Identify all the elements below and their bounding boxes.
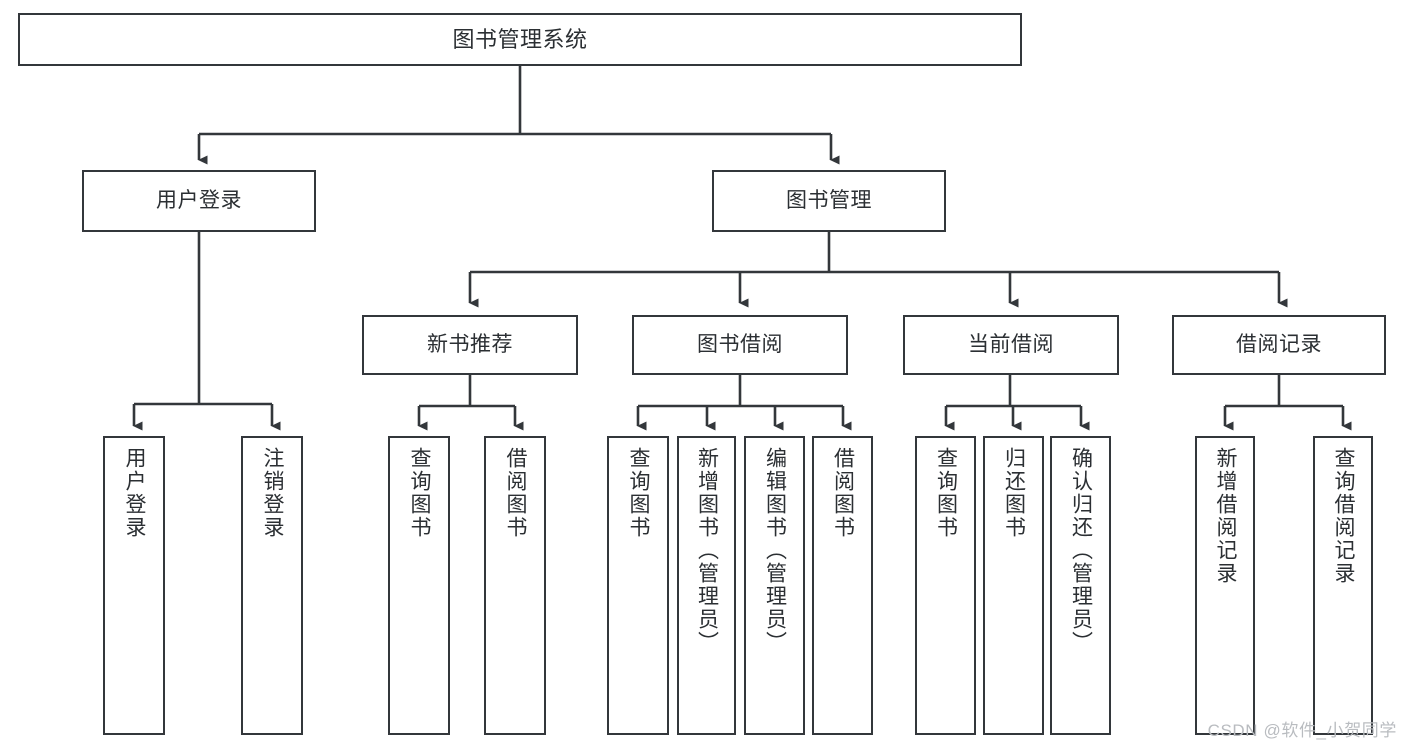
watermark-credit: CSDN @软件_小贺同学	[1207, 721, 1397, 740]
node-label: 编辑图书（管理员）	[763, 447, 787, 654]
node-label: 查询图书	[408, 447, 432, 539]
leaf-cur-query-book[interactable]: 查询图书	[915, 436, 976, 735]
leaf-confirm-return[interactable]: 确认归还（管理员）	[1050, 436, 1111, 735]
node-label: 新增借阅记录	[1214, 447, 1238, 585]
leaf-add-borrow-record[interactable]: 新增借阅记录	[1195, 436, 1255, 735]
leaf-borrow-query-book[interactable]: 查询图书	[607, 436, 669, 735]
node-label: 当前借阅	[968, 332, 1054, 356]
leaf-rec-borrow-book[interactable]: 借阅图书	[484, 436, 546, 735]
node-new-book-recommendation[interactable]: 新书推荐	[362, 315, 578, 375]
leaf-return-book[interactable]: 归还图书	[983, 436, 1044, 735]
leaf-user-login[interactable]: 用户登录	[103, 436, 165, 735]
leaf-query-borrow-record[interactable]: 查询借阅记录	[1313, 436, 1373, 735]
node-borrow-record[interactable]: 借阅记录	[1172, 315, 1386, 375]
node-label: 图书管理系统	[452, 26, 588, 52]
leaf-borrow-book[interactable]: 借阅图书	[812, 436, 873, 735]
node-label: 借阅图书	[831, 447, 855, 539]
node-label: 新书推荐	[427, 332, 513, 356]
node-label: 借阅记录	[1236, 332, 1322, 356]
node-current-borrow[interactable]: 当前借阅	[903, 315, 1119, 375]
node-user-login[interactable]: 用户登录	[82, 170, 316, 232]
node-label: 查询图书	[934, 447, 958, 539]
node-book-borrow[interactable]: 图书借阅	[632, 315, 848, 375]
node-label: 图书管理	[786, 188, 872, 212]
node-label: 用户登录	[156, 188, 242, 212]
node-label: 确认归还（管理员）	[1069, 447, 1093, 654]
node-label: 用户登录	[123, 447, 147, 539]
leaf-edit-book-admin[interactable]: 编辑图书（管理员）	[744, 436, 805, 735]
node-label: 借阅图书	[504, 447, 528, 539]
node-label: 图书借阅	[697, 332, 783, 356]
node-book-management[interactable]: 图书管理	[712, 170, 946, 232]
node-label: 查询图书	[627, 447, 651, 539]
node-label: 查询借阅记录	[1332, 447, 1356, 585]
node-label: 注销登录	[261, 447, 285, 539]
leaf-add-book-admin[interactable]: 新增图书（管理员）	[677, 436, 736, 735]
leaf-rec-query-book[interactable]: 查询图书	[388, 436, 450, 735]
node-root-book-management-system[interactable]: 图书管理系统	[18, 13, 1022, 66]
leaf-logout[interactable]: 注销登录	[241, 436, 303, 735]
node-label: 归还图书	[1002, 447, 1026, 539]
node-label: 新增图书（管理员）	[695, 447, 719, 654]
